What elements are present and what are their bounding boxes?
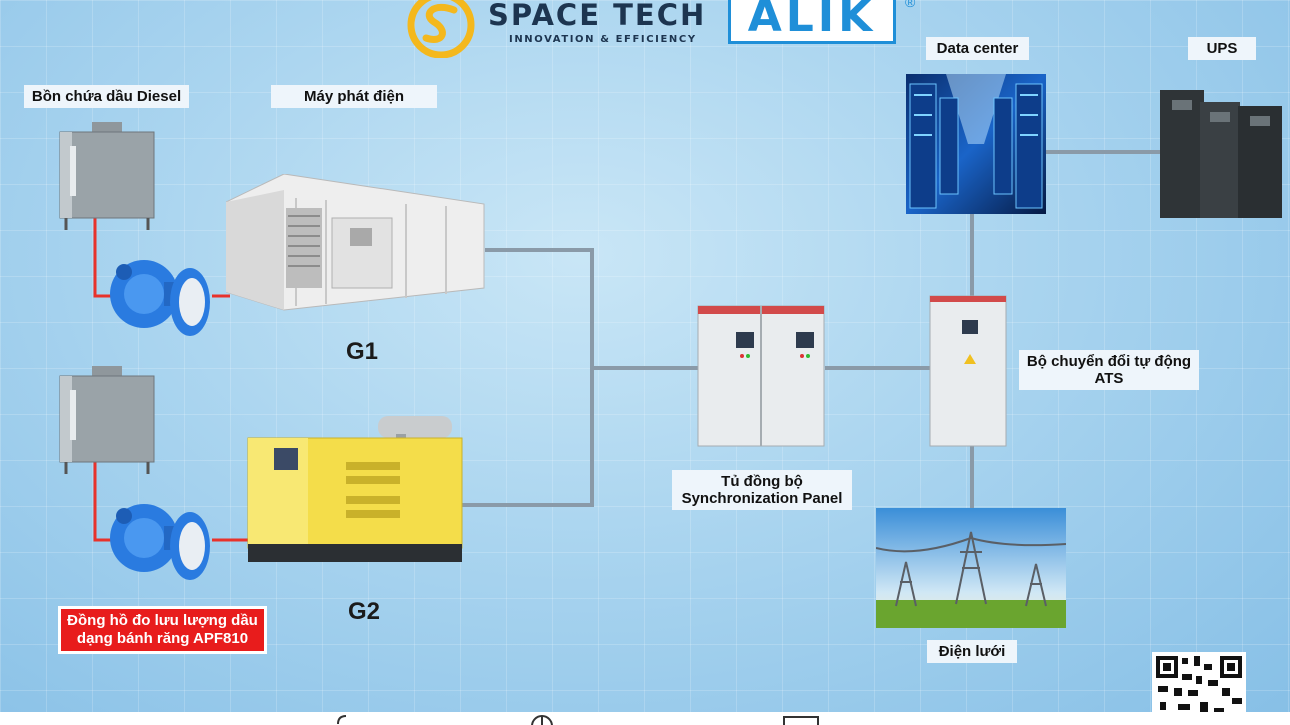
diesel-tank-icon [59,122,155,230]
phone-icon [337,715,347,725]
grid-power-image [876,508,1066,628]
label-g1: G1 [346,338,379,365]
label-generator: Máy phát điện [271,85,437,108]
label-sync-panel: Tủ đồng bộ Synchronization Panel [672,470,852,510]
spacetech-logo-icon [407,0,475,58]
alik-logo: ALIK [728,0,896,44]
label-ups: UPS [1188,37,1256,60]
registered-mark: ® [905,0,916,10]
globe-icon [531,715,553,725]
brand-name: SPACE TECH [488,0,707,32]
data-center-image [906,74,1046,214]
label-sync-panel-line1: Tủ đồng bộ [721,473,803,490]
label-grid-power: Điện lưới [927,640,1017,663]
generator-g2-icon [247,416,463,562]
power-line-g1 [462,248,594,507]
mail-icon [783,716,819,725]
label-data-center: Data center [926,37,1029,60]
label-ats: Bộ chuyển đổi tự động ATS [1019,350,1199,390]
label-ats-line2: ATS [1094,370,1124,387]
footer-strip [0,712,1290,725]
label-flow-meter: Đồng hồ đo lưu lượng dầu dạng bánh răng … [58,606,267,654]
label-sync-panel-line2: Synchronization Panel [681,490,843,507]
sync-panel-icon [697,305,825,447]
label-ats-line1: Bộ chuyển đổi tự động [1026,353,1192,370]
flow-meter-icon [110,260,210,336]
label-diesel-tank: Bồn chứa dầu Diesel [24,85,189,108]
label-flow-meter-line2: dạng bánh răng APF810 [76,630,249,647]
ats-panel-icon [929,295,1007,447]
flow-meter-icon-2 [110,504,210,580]
diesel-tank-icon-2 [59,366,155,474]
label-g2: G2 [348,598,381,625]
label-flow-meter-line1: Đồng hồ đo lưu lượng dầu [67,612,258,629]
ups-icon [1160,90,1282,218]
alik-logo-text: ALIK [747,0,877,42]
generator-g1-icon [226,174,485,311]
brand-tagline: INNOVATION & EFFICIENCY [509,34,697,45]
